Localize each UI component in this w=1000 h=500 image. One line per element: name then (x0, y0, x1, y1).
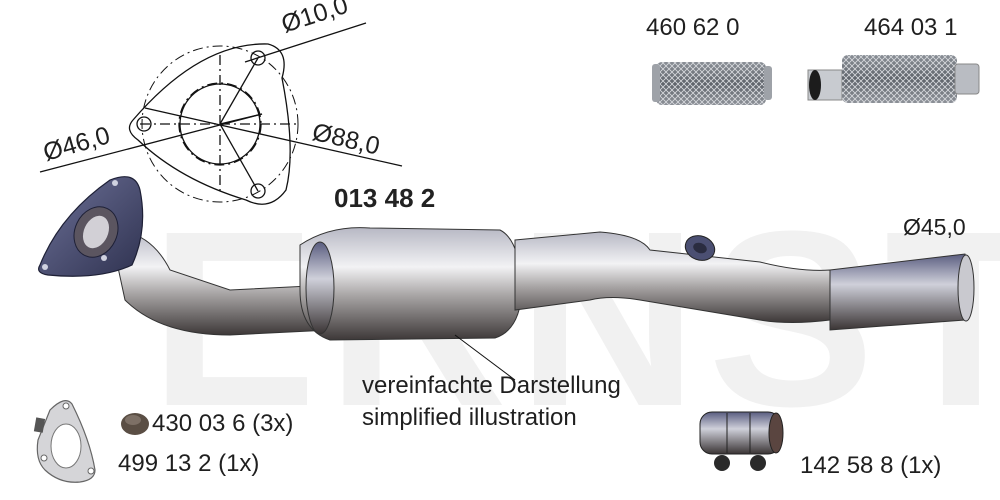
flex-pipe-460620 (652, 62, 772, 105)
flex-pipe-2-number: 464 03 1 (864, 14, 958, 41)
flex-pipe-1-number: 460 62 0 (646, 14, 740, 41)
note-english: simplified illustration (362, 404, 577, 431)
note-german: vereinfachte Darstellung (362, 372, 621, 399)
gasket-part-number: 499 13 2 (1x) (118, 450, 260, 477)
catalytic-converter-pipe (38, 176, 975, 381)
flange-drawing (39, 22, 403, 205)
nut-illustration (121, 413, 149, 435)
nut-part-number: 430 03 6 (3x) (152, 410, 294, 437)
part-number: 013 48 2 (334, 183, 436, 213)
gasket-illustration (33, 400, 96, 483)
flex-pipe-464031 (807, 55, 980, 103)
clamp-illustration (699, 411, 784, 471)
clamp-part-number: 142 58 8 (1x) (800, 452, 942, 479)
outlet-diameter-label: Ø45,0 (903, 214, 966, 240)
